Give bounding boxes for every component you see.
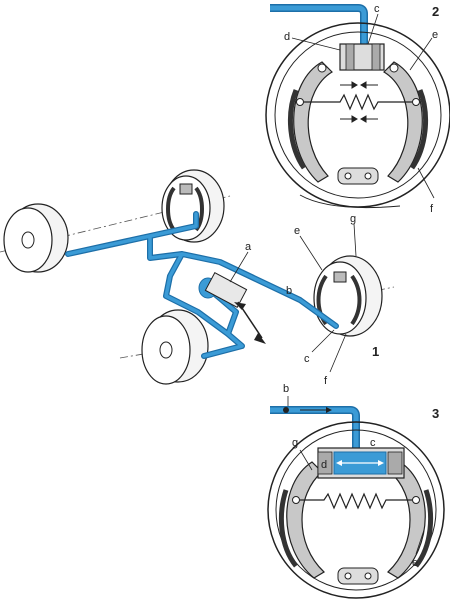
label-a: a [245,241,252,253]
brake-line-network [65,211,339,359]
label-g-panel-1: g [350,213,356,225]
brake-lining-left [287,89,307,170]
label-d-panel-2: d [284,31,290,43]
brake-drum-panel-3 [267,421,445,599]
panel-number-1: 1 [372,344,379,359]
brake-lining-e-panel-2 [409,89,429,170]
return-spring-panel-2 [304,93,412,111]
label-e-panel-1: e [294,225,300,237]
brake-shoe-left-applied [286,461,325,579]
label-d-panel-3: d [321,459,327,471]
brake-shoe-left [293,61,333,183]
label-e-panel-3: e [412,557,418,569]
label-f-panel-2: f [430,203,434,215]
brake-shoe-right [383,61,423,183]
label-b-panel-3: b [283,383,289,395]
panel-number-3: 3 [432,406,439,421]
label-f-panel-1: f [324,375,328,387]
label-c-panel-3: c [370,437,376,449]
panel-1-axle-system: a b e g c f 1 [0,169,395,387]
panel-number-2: 2 [432,4,439,19]
drum-rear-right [313,255,383,337]
label-g-panel-3: g [292,437,298,449]
panel-2-brake-released: c d e f 2 [265,3,450,215]
label-e-panel-2: e [432,29,438,41]
anchor-block-panel-2 [337,167,379,185]
retraction-arrows [340,81,378,123]
brake-shoe-right-applied [387,461,426,579]
label-b-panel-1: b [286,285,292,297]
wheel-rear-left [141,309,209,385]
brake-lining-e-panel-3 [413,489,434,568]
label-c-panel-2: c [374,3,380,15]
return-spring-panel-3 [300,492,412,510]
label-c-panel-1: c [304,353,310,365]
wheel-front-left [3,203,69,273]
anchor-block-panel-3 [337,567,379,585]
panel-3-brake-applied: b g d c e 3 [267,383,445,599]
